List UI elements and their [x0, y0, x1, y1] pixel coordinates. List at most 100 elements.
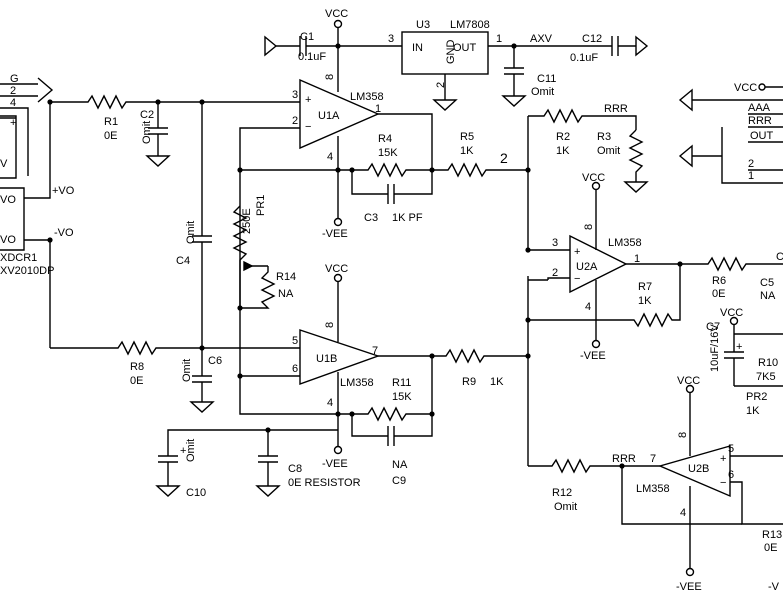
c2-label: C2	[140, 109, 154, 121]
vcc-label-c7: VCC	[720, 307, 743, 319]
u1a-pin2: 2	[292, 115, 298, 127]
vcc-terminal-top	[333, 19, 343, 29]
u1b-stage: R8 0E C6 Omit U1B 5 6 7 LM358 VCC 8 4 -V…	[50, 263, 531, 487]
vcc-label-connector: VCC	[734, 82, 757, 94]
c5-value: NA	[760, 290, 776, 302]
c10-value: Omit	[185, 439, 197, 462]
input-connector-section: G 2 4 + V VO VO +VO -VO XDCR1 XV2010DP	[0, 73, 75, 348]
r9-label: R9	[462, 376, 476, 388]
u3-pin2: 2	[435, 82, 447, 88]
vcc-terminal-connector	[758, 83, 766, 91]
vee-terminal-u1b	[333, 445, 343, 455]
pr2-label: PR2	[746, 391, 767, 403]
vcc-terminal-u2a	[591, 181, 601, 191]
c3-label: C3	[364, 212, 378, 224]
u1a-label: U1A	[318, 110, 340, 122]
u2a-plus: +	[574, 246, 580, 258]
c8-value: 0E RESISTOR	[288, 477, 361, 489]
u1b-pin5: 5	[292, 335, 298, 347]
out-label-connector: OUT	[750, 130, 774, 142]
r10-value: 7K5	[756, 371, 776, 383]
c4-label: C4	[176, 255, 190, 267]
r2-label: R2	[556, 131, 570, 143]
u3-out-label: OUT	[453, 42, 477, 54]
r11-label: R11	[392, 377, 411, 389]
power-supply-section: C1 0.1uF VCC 8 3 IN OUT GND U3 LM7808 2 …	[264, 8, 649, 111]
r6-value: 0E	[712, 288, 725, 300]
vcc-label-top: VCC	[325, 8, 348, 20]
u2a-pin8: 8	[583, 224, 595, 230]
ground-symbol-c2	[145, 155, 171, 167]
c9-value: NA	[392, 459, 408, 471]
pr1-label: PR1	[255, 195, 267, 216]
vcc-terminal-u2b	[685, 384, 695, 394]
u1b-pin7: 7	[372, 345, 378, 357]
pr2-value: 1K	[746, 405, 760, 417]
c2-value: Omit	[141, 121, 153, 144]
c7-r10-section: VCC + C7 10uF/16V R10 7K5	[706, 307, 783, 387]
r9-value: 1K	[490, 376, 504, 388]
ground-symbol-c6	[189, 401, 215, 413]
u3-pin1: 1	[496, 33, 502, 45]
u2b-pin7: 7	[650, 453, 656, 465]
ground-symbol-r3	[623, 181, 649, 193]
r5-value: 1K	[460, 145, 474, 157]
u2a-pin1: 1	[634, 253, 640, 265]
vee-label-u1b: -VEE	[322, 458, 348, 470]
c10-label: C10	[186, 487, 206, 499]
u1a-part: LM358	[350, 91, 384, 103]
connector-arrow	[37, 77, 54, 103]
r4-label: R4	[378, 133, 392, 145]
u1a-minus: −	[305, 121, 311, 133]
connector-pin-1-right: 1	[748, 170, 754, 182]
vee-cut-label: -V	[768, 581, 780, 593]
u1a-opamp	[299, 78, 380, 150]
r11-value: 15K	[392, 391, 412, 403]
u2a-minus: −	[574, 273, 580, 285]
r13-label: R13	[762, 529, 782, 541]
vee-label-u2a: -VEE	[580, 350, 606, 362]
r1-label: R1	[104, 116, 118, 128]
dcr1-label: XDCR1	[0, 252, 37, 264]
vcc-terminal-c7	[729, 316, 739, 326]
vee-label-u1a: -VEE	[322, 228, 348, 240]
u2b-stage: VCC 8 U2B + − 7 5 6 LM358 PR2 1K RRR R12…	[528, 375, 783, 593]
c11-value: Omit	[531, 86, 554, 98]
c10-plus: +	[180, 445, 186, 457]
u2a-label: U2A	[576, 261, 598, 273]
aaa-label: AAA	[748, 102, 771, 114]
u2b-pin6: 6	[728, 469, 734, 481]
u2b-pin5: 5	[728, 443, 734, 455]
rrr-net-top: RRR	[604, 103, 628, 115]
transducer-plus: +	[10, 117, 16, 129]
u2b-plus: +	[720, 453, 726, 465]
u2b-minus: −	[720, 477, 726, 489]
connector-pin-g: G	[10, 73, 19, 85]
u2a-pin2: 2	[552, 267, 558, 279]
vcc-label-u1b: VCC	[325, 263, 348, 275]
c1-label: C1	[300, 31, 314, 43]
u3-gnd-label: GND	[445, 40, 457, 65]
r3-value: Omit	[597, 145, 620, 157]
u1a-pin1: 1	[375, 103, 381, 115]
vcc-label-u2b: VCC	[677, 375, 700, 387]
ground-symbol-c11	[501, 95, 527, 107]
transducer-vo2: VO	[0, 234, 16, 246]
plus-vo-label: +VO	[52, 185, 75, 197]
r14-label: R14	[276, 271, 296, 283]
minus-vo-label: -VO	[54, 227, 74, 239]
c7-label: C7	[706, 321, 720, 333]
c6-value: Omit	[181, 359, 193, 382]
transducer-vo1: VO	[0, 194, 16, 206]
u3-pin3: 3	[388, 33, 394, 45]
c5-label: C5	[760, 277, 774, 289]
u2a-part: LM358	[608, 237, 642, 249]
ground-symbol-u3	[432, 99, 458, 111]
pr1-value: 250E	[241, 208, 253, 234]
c12-value: 0.1uF	[570, 52, 598, 64]
vee-terminal-u2a	[591, 339, 601, 349]
c3-value: 1K PF	[392, 212, 423, 224]
u1b-opamp	[299, 329, 381, 385]
c12-label: C12	[582, 33, 602, 45]
u3-part: LM7808	[450, 19, 490, 31]
